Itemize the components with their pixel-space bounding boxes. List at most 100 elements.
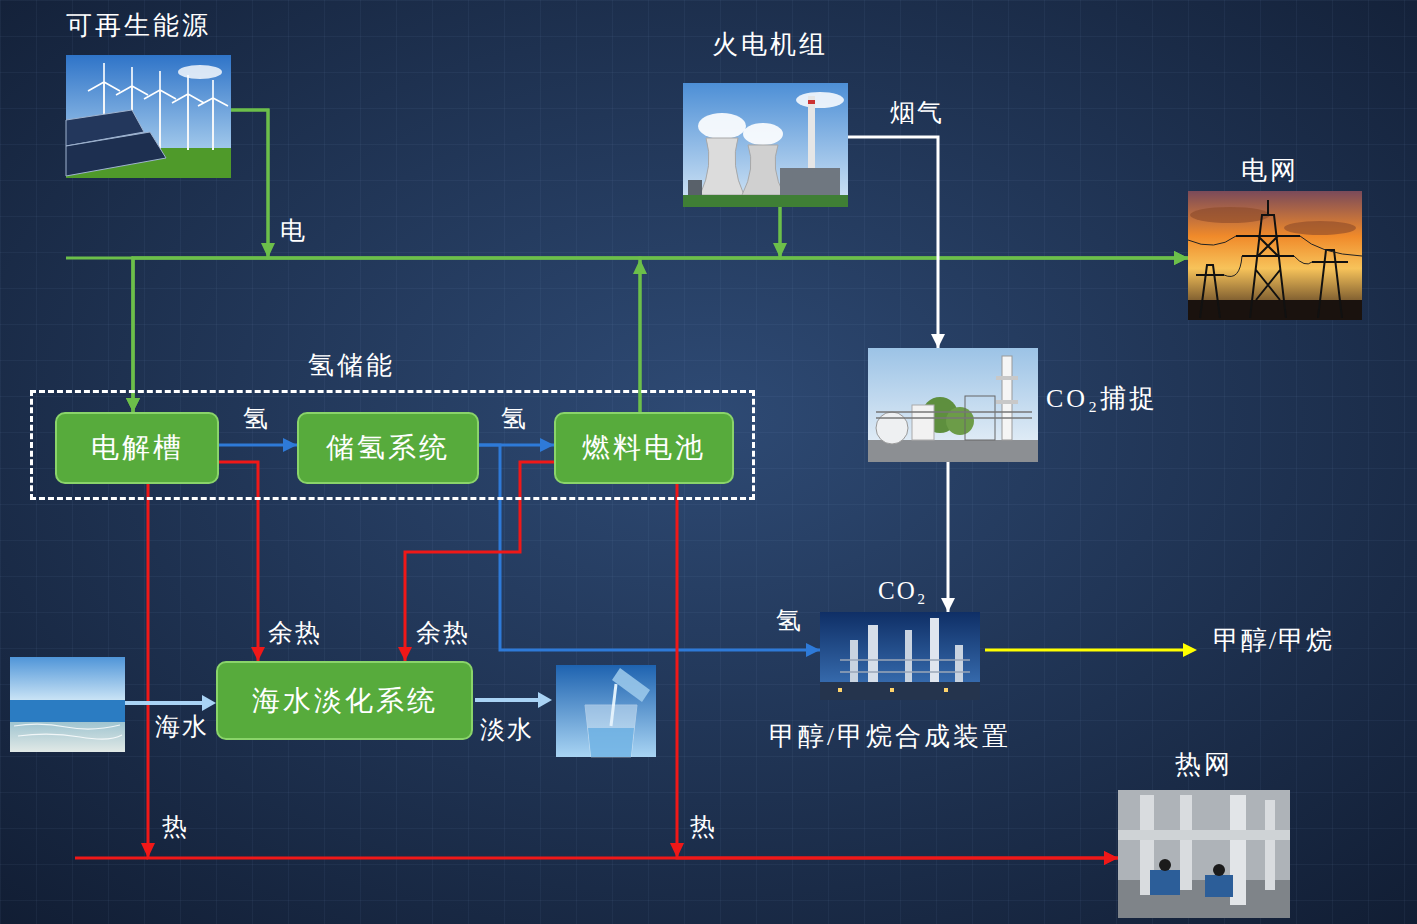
steam [698, 113, 746, 139]
pylons [1196, 200, 1348, 318]
heat-network-node: 热网 [1118, 790, 1290, 918]
photo-sky [10, 657, 125, 702]
tower-platform [996, 400, 1018, 404]
edge-label: 氢 [501, 404, 528, 434]
flow-connector [848, 137, 938, 348]
bus-arrowhead [261, 243, 275, 258]
power-wires [1188, 236, 1362, 276]
thermal-plant-node: 火电机组 [683, 83, 848, 207]
bus-arrowhead [773, 243, 787, 258]
flow-connector [148, 484, 1118, 858]
photo-sky [868, 348, 1038, 462]
flow-label: 海水 [155, 712, 209, 742]
room-wall [1118, 790, 1290, 918]
fresh-water-arrowhead [538, 692, 552, 708]
cloud [1284, 221, 1356, 235]
photo-sky [1188, 191, 1362, 320]
synthesis-plant-node: 甲醇/甲烷合成装置 [820, 612, 980, 700]
plant-building [780, 168, 840, 196]
motor [1159, 859, 1171, 871]
process-box: 电解槽 [55, 412, 219, 484]
pipe [1118, 830, 1290, 840]
power-grid-photo [1188, 191, 1362, 320]
edge-label: 电 [280, 216, 307, 246]
edge-label: CO₂ [878, 576, 927, 606]
node-heading: 热网 [1175, 749, 1233, 780]
ground [683, 195, 848, 207]
flow-connector [133, 207, 780, 412]
flow-connector [133, 258, 640, 412]
edge-label: 氢 [776, 606, 803, 636]
tree [946, 407, 974, 435]
tower [1002, 356, 1012, 440]
flow-connector [405, 462, 554, 661]
power-grid-node: 电网 [1188, 191, 1362, 320]
cloud [1190, 207, 1270, 223]
cooling-tower [700, 138, 744, 195]
cloud [796, 92, 844, 108]
pipe [1180, 795, 1192, 890]
product-arrow [985, 649, 1184, 652]
chimney-stripe [808, 100, 815, 104]
photo-sky [66, 55, 231, 178]
plant-base [820, 682, 980, 700]
cloud [178, 65, 222, 79]
seawater-arrow [125, 701, 204, 705]
node-heading: 甲醇/甲烷合成装置 [769, 721, 1011, 752]
power-bus-stub [66, 257, 133, 260]
seawater-photo [10, 657, 125, 752]
edge-label: 热 [690, 812, 717, 842]
flow-label: 淡水 [480, 715, 534, 745]
product-arrowhead [1183, 643, 1197, 657]
sea [10, 700, 125, 722]
box-label: 储氢系统 [326, 431, 450, 465]
box-label: 海水淡化系统 [252, 684, 438, 718]
box-label: 电解槽 [91, 431, 184, 465]
pipe [1265, 800, 1275, 890]
pump [1205, 875, 1233, 897]
photo-sky [683, 83, 848, 207]
flow-connector [219, 462, 258, 661]
heat-network-photo [1118, 790, 1290, 918]
renewable-energy-node: 可再生能源 [66, 55, 231, 178]
node-heading: 火电机组 [712, 29, 828, 60]
cooling-tower [742, 145, 784, 195]
light [838, 688, 842, 692]
plant-building [688, 180, 702, 196]
bus-arrowhead [670, 843, 684, 858]
thermal-plant-photo [683, 83, 848, 207]
glass-water [588, 728, 634, 757]
tank [876, 412, 908, 444]
co2-capture-photo [868, 348, 1038, 462]
synthesis-plant-photo [820, 612, 980, 700]
glass [585, 705, 637, 757]
edge-label: 余热 [416, 618, 470, 648]
flow-connector [219, 444, 297, 447]
pipes [876, 412, 1032, 418]
pump [1150, 870, 1180, 895]
waves [14, 724, 122, 739]
flow-label: 甲醇/甲烷 [1213, 625, 1334, 656]
bottle [612, 668, 650, 702]
photo-sky [820, 612, 980, 700]
heat-bus-stub [75, 857, 148, 860]
platforms [840, 660, 970, 672]
steam [743, 123, 783, 145]
co2-capture-node: CO₂捕捉 [868, 348, 1038, 462]
node-heading: 氢储能 [308, 350, 395, 381]
renewable-photo [66, 55, 231, 178]
node-heading: CO₂捕捉 [1046, 383, 1158, 414]
box-label: 燃料电池 [582, 431, 706, 465]
fresh-water-arrow [475, 698, 540, 702]
motor [1213, 864, 1225, 876]
fresh-water-photo [556, 665, 656, 757]
group-box: 氢储能电解槽储氢系统燃料电池 [30, 390, 755, 500]
light [944, 688, 948, 692]
node-heading: 电网 [1241, 155, 1299, 186]
flow-connector [677, 484, 1118, 858]
solar-panel [66, 132, 166, 176]
bus-arrowhead [633, 259, 647, 274]
node-heading: 可再生能源 [66, 10, 211, 41]
